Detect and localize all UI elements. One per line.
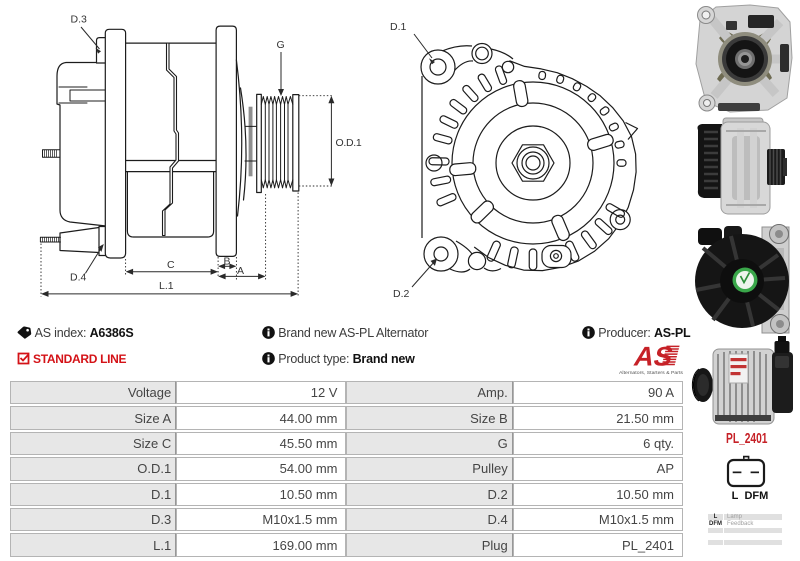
svg-text:D.3: D.3	[71, 14, 88, 26]
svg-text:Alternators, Starters & Parts: Alternators, Starters & Parts	[619, 370, 684, 375]
svg-text:A: A	[237, 265, 244, 277]
svg-text:L.1: L.1	[159, 280, 174, 292]
svg-text:G: G	[277, 39, 285, 51]
svg-text:D.4: D.4	[70, 272, 87, 284]
svg-text:D.1: D.1	[390, 21, 407, 33]
svg-text:PL_2401: PL_2401	[726, 430, 768, 447]
svg-text:O.D.1: O.D.1	[336, 137, 362, 149]
svg-text:D.2: D.2	[393, 288, 410, 300]
svg-text:B: B	[224, 256, 231, 268]
svg-text:C: C	[167, 259, 175, 271]
